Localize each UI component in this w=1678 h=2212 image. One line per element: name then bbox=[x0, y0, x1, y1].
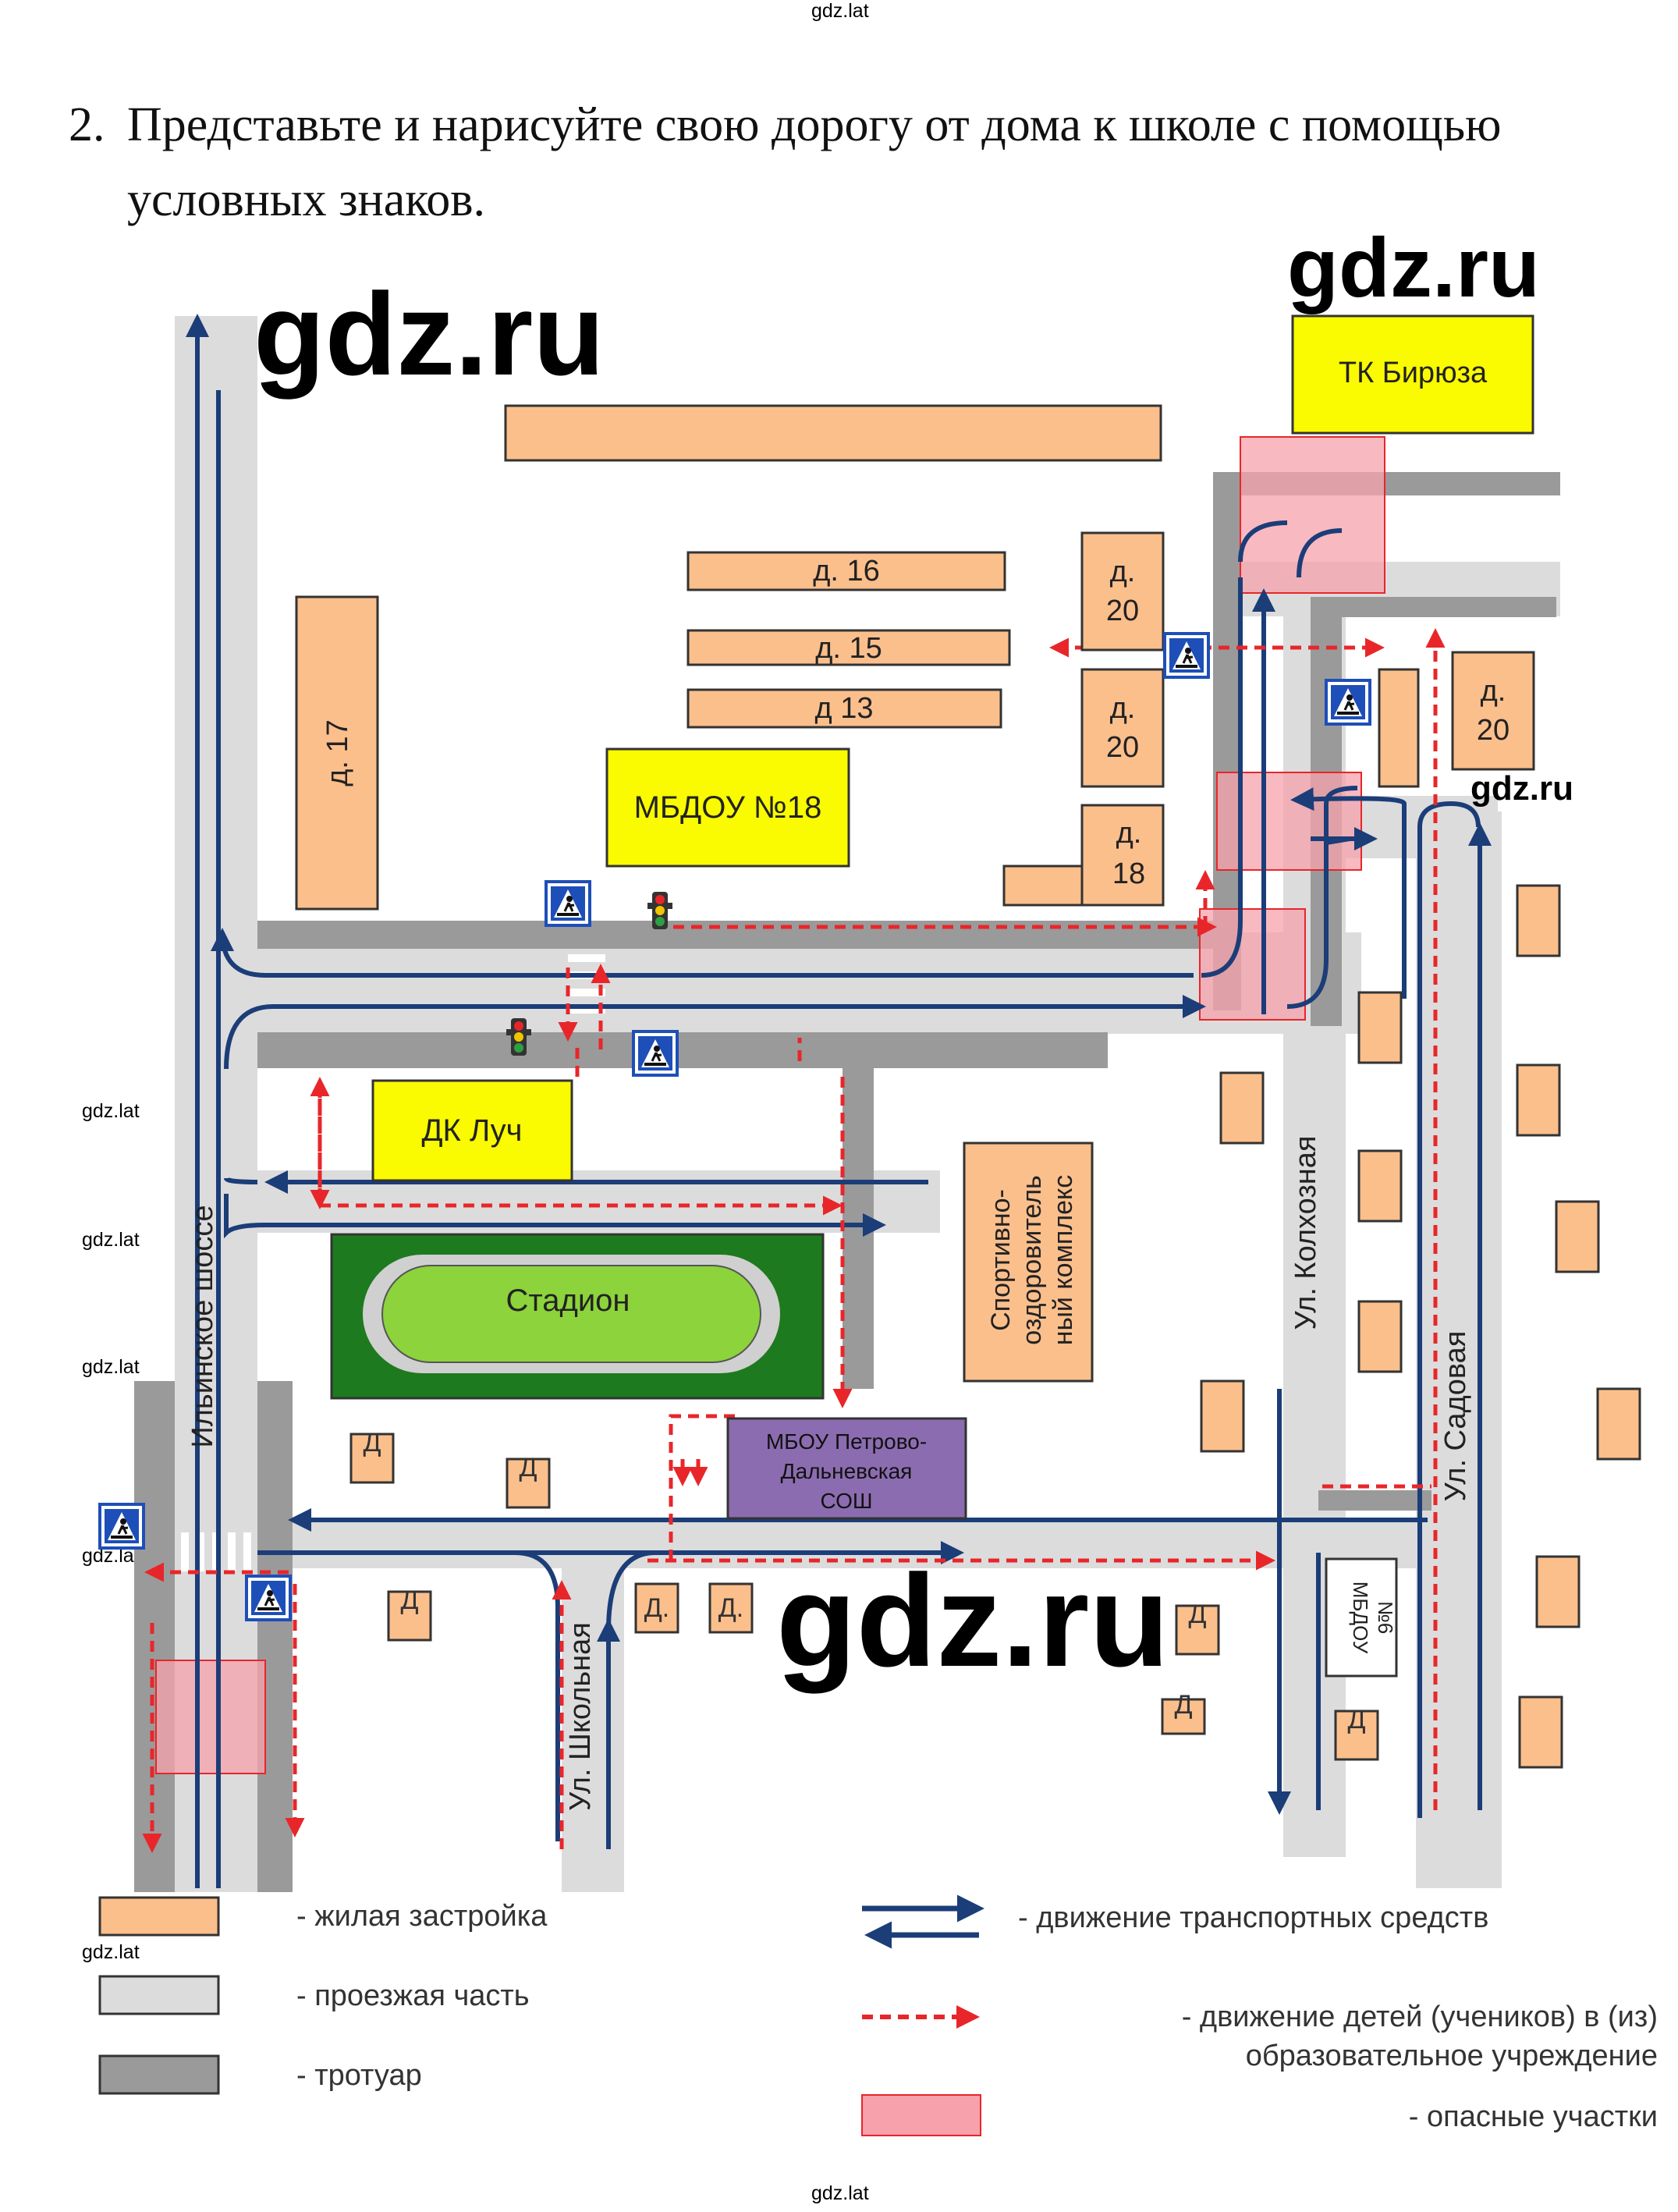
label-sport-line2: оздоровитель bbox=[1017, 1175, 1047, 1345]
watermark-side: gdz.lat bbox=[82, 1356, 140, 1378]
children-routes bbox=[142, 628, 1446, 1853]
label-stadium: Стадион bbox=[506, 1284, 630, 1318]
watermark-bottom: gdz.lat bbox=[811, 2182, 869, 2204]
label-school-line1: МБОУ Петрово- bbox=[766, 1429, 927, 1454]
label-d15: д. 15 bbox=[815, 632, 882, 665]
house-label: Д bbox=[363, 1428, 381, 1458]
pedestrian-crossing-sign-icon bbox=[632, 1030, 679, 1077]
street-shkolnaya: Ул. Школьная bbox=[564, 1622, 597, 1811]
task-text: Представьте и нарисуйте свою дорогу от д… bbox=[127, 98, 1502, 226]
house-label: Д bbox=[1188, 1600, 1206, 1629]
vehicle-traffic-arrows bbox=[186, 314, 1492, 1888]
house-label: Д bbox=[400, 1585, 418, 1615]
stadium bbox=[330, 1233, 825, 1400]
house-label: Д bbox=[519, 1453, 537, 1482]
big-watermarks: gdz.ru gdz.ru gdz.ru gdz.ru bbox=[254, 220, 1573, 1694]
residential-buildings bbox=[295, 404, 1641, 1769]
pedestrian-crossing-sign-icon bbox=[1163, 632, 1210, 679]
street-kolkhoznaya: Ул. Колхозная bbox=[1290, 1136, 1322, 1330]
street-sadovaya: Ул. Садовая bbox=[1439, 1331, 1472, 1502]
public-buildings bbox=[371, 314, 1534, 1678]
legend-vehicles: - движение транспортных средств bbox=[1018, 1901, 1488, 1934]
legend-swatch-sidewalk bbox=[98, 2054, 220, 2095]
label-d20c-line2: 20 bbox=[1477, 714, 1509, 747]
label-sport-line1: Спортивно- bbox=[986, 1189, 1016, 1331]
label-d20a-line2: 20 bbox=[1106, 595, 1139, 627]
watermark-side: gdz.lat bbox=[82, 1100, 140, 1122]
label-mbdou18: МБДОУ №18 bbox=[634, 790, 822, 825]
legend: - жилая застройка - проезжая часть - тро… bbox=[98, 1894, 1658, 2136]
house-label: Д. bbox=[718, 1593, 743, 1623]
map-labels: ТК Бирюза МБДОУ №18 ДК Луч Стадион д. 16… bbox=[186, 357, 1509, 1811]
legend-children-line2: образовательное учреждение bbox=[1246, 2040, 1658, 2072]
street-ilinskoe: Ильинское шоссе bbox=[186, 1205, 219, 1447]
label-school-line3: СОШ bbox=[820, 1489, 872, 1513]
legend-danger: - опасные участки bbox=[1409, 2100, 1658, 2133]
legend-swatch-road bbox=[98, 1975, 220, 2015]
label-d20a-line1: д. bbox=[1110, 556, 1136, 588]
watermark-big: gdz.ru bbox=[1287, 220, 1540, 314]
label-mbdou6-line2: №6 bbox=[1374, 1601, 1397, 1634]
label-sport-line3: ный комплекс bbox=[1048, 1175, 1078, 1346]
legend-road: - проезжая часть bbox=[296, 1979, 530, 2012]
legend-sidewalk: - тротуар bbox=[296, 2059, 422, 2092]
watermark-side: gdz.lat bbox=[82, 1229, 140, 1251]
label-d20b-line2: 20 bbox=[1106, 731, 1139, 764]
legend-swatch-danger bbox=[861, 2094, 981, 2136]
watermark-big: gdz.ru bbox=[776, 1547, 1169, 1694]
label-d18-line2: 18 bbox=[1112, 857, 1145, 890]
pedestrian-crossing-sign-icon bbox=[245, 1575, 292, 1621]
label-d17: д. 17 bbox=[321, 719, 354, 786]
house-label: Д bbox=[1174, 1690, 1192, 1720]
house-label: Д bbox=[1347, 1705, 1365, 1734]
legend-residential: - жилая застройка bbox=[296, 1900, 548, 1933]
legend-swatch-residential bbox=[98, 1896, 220, 1937]
label-d13: д 13 bbox=[815, 692, 874, 725]
watermark-side: gdz.lat bbox=[82, 1941, 140, 1963]
watermark-big: gdz.ru bbox=[1470, 769, 1573, 808]
label-d18-line1: д. bbox=[1116, 817, 1142, 850]
pedestrian-crossing-sign-icon bbox=[545, 880, 591, 927]
label-d20c-line1: д. bbox=[1481, 675, 1506, 708]
label-d16: д. 16 bbox=[813, 555, 880, 588]
pedestrian-crossing-sign-icon bbox=[1325, 679, 1371, 726]
label-school-line2: Дальневская bbox=[781, 1459, 913, 1483]
watermark-top: gdz.lat bbox=[811, 0, 869, 22]
label-tk: ТК Бирюза bbox=[1339, 357, 1488, 389]
house-label: Д. bbox=[644, 1593, 669, 1623]
label-dk: ДК Луч bbox=[421, 1113, 522, 1148]
label-d20b-line1: д. bbox=[1110, 692, 1136, 725]
pedestrian-crossing-sign-icon bbox=[98, 1503, 145, 1550]
task-number: 2. bbox=[69, 98, 105, 151]
watermark-big: gdz.ru bbox=[254, 268, 605, 399]
legend-children-line1: - движение детей (учеников) в (из) bbox=[1182, 2001, 1658, 2033]
label-mbdou6-line1: МБДОУ bbox=[1349, 1582, 1372, 1654]
